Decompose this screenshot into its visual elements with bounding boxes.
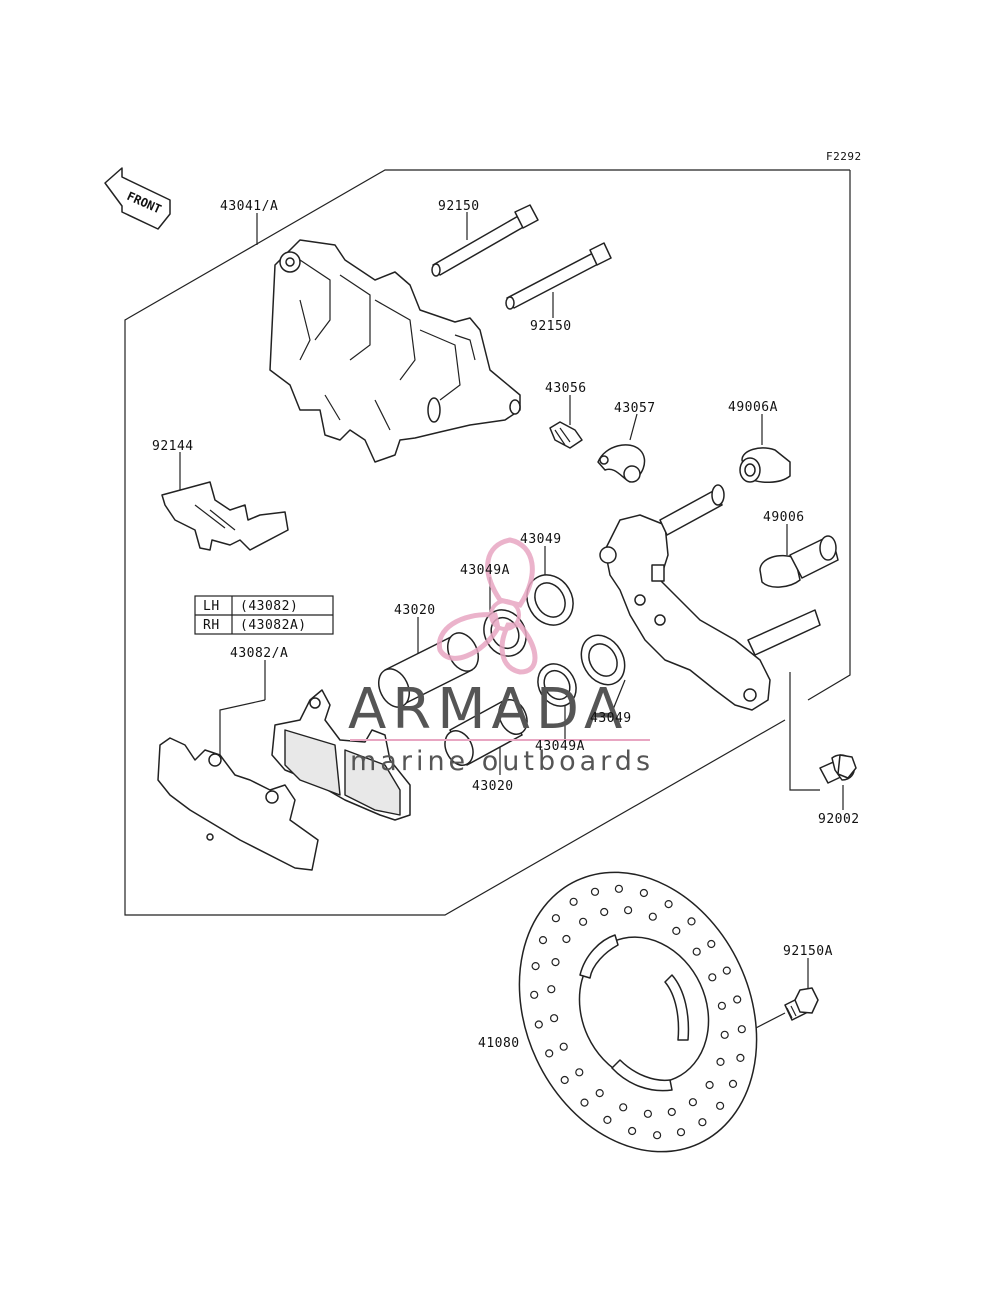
disc-hole: [549, 1014, 559, 1023]
front-arrow-icon: FRONT: [104, 167, 171, 230]
disc-hole: [627, 1126, 637, 1136]
bolt-49006: [759, 535, 839, 588]
table-part-rh: (43082A): [240, 618, 307, 633]
assembly-boundary-right: [807, 170, 851, 701]
disc-hole: [707, 939, 716, 949]
table-part-lh: (43082): [240, 599, 298, 614]
watermark-tagline: marine outboards: [350, 746, 654, 777]
label-43049a-upper: 43049A: [460, 563, 510, 578]
disc-hole: [619, 1103, 628, 1112]
label-92002: 92002: [818, 812, 860, 827]
caliper-body: [269, 239, 521, 463]
disc-hole: [667, 1107, 676, 1117]
label-43082a: 43082/A: [230, 646, 288, 661]
propeller-logo-icon: [436, 537, 538, 675]
label-43049-lower: 43049: [590, 711, 632, 726]
table-side-rh: RH: [203, 618, 220, 633]
disc-hole: [595, 1088, 604, 1098]
disc-hole: [728, 1079, 738, 1089]
disc-hole: [531, 961, 540, 971]
label-43049-upper: 43049: [520, 532, 562, 547]
seal-43049-upper: [526, 574, 574, 626]
disc-hole: [547, 985, 556, 994]
brake-disc: [518, 871, 758, 1153]
bolt-92150a: [784, 987, 819, 1021]
label-49006: 49006: [763, 510, 805, 525]
piston-43020-upper: [378, 632, 479, 708]
disc-hole: [614, 884, 624, 893]
disc-hole: [722, 966, 731, 975]
label-43056: 43056: [545, 381, 587, 396]
disc-hole: [551, 957, 560, 967]
pin-upper: [431, 204, 539, 277]
brake-pad-rear: [157, 737, 319, 871]
disc-hole: [688, 1098, 698, 1107]
disc-hole: [623, 906, 633, 915]
disc-hole: [717, 1001, 727, 1010]
disc-hole: [575, 1068, 584, 1077]
label-92144: 92144: [152, 439, 194, 454]
disc-hole: [672, 926, 681, 936]
disc-hole: [715, 1101, 725, 1110]
disc-hole: [676, 1128, 686, 1137]
disc-hole: [643, 1109, 653, 1118]
bleeder-cap: [597, 444, 646, 483]
table-side-lh: LH: [203, 599, 220, 614]
disc-hole: [664, 899, 673, 909]
disc-hole: [545, 1049, 554, 1058]
label-43041a: 43041/A: [220, 199, 278, 214]
disc-hole: [720, 1030, 729, 1039]
disc-hole: [652, 1131, 662, 1140]
disc-hole: [639, 888, 649, 898]
disc-hole: [560, 1075, 569, 1085]
disc-hole: [648, 912, 657, 921]
disc-hole: [559, 1042, 568, 1051]
disc-hole: [603, 1115, 612, 1125]
disc-hole: [705, 1080, 714, 1090]
label-92150-lower: 92150: [530, 319, 572, 334]
disc-hole: [534, 1020, 543, 1029]
disc-hole: [562, 934, 571, 944]
disc-hole: [600, 907, 609, 917]
label-43020-lower: 43020: [472, 779, 514, 794]
disc-hole: [733, 995, 742, 1004]
disc-holes: [530, 884, 746, 1140]
disc-hole: [687, 917, 696, 926]
boot-49006a: [739, 447, 791, 483]
disc-hole: [708, 973, 717, 982]
pin-lower: [505, 242, 612, 310]
disc-hole: [569, 897, 578, 906]
brake-pad-front: [271, 689, 411, 821]
bolt-92002: [819, 754, 857, 784]
disc-hole: [580, 1098, 589, 1107]
disc-hole: [538, 935, 548, 945]
caliper-bracket: [599, 484, 821, 711]
watermark-brand: ARMADA: [348, 677, 628, 742]
disc-hole: [737, 1025, 746, 1034]
label-41080: 41080: [478, 1036, 520, 1051]
disc-hole: [692, 947, 701, 956]
disc-hole: [716, 1057, 725, 1067]
disc-hole: [578, 917, 588, 926]
label-49006a: 49006A: [728, 400, 778, 415]
bleeder-valve: [549, 421, 583, 449]
seal-43049a-lower: [537, 663, 577, 707]
pad-spring: [161, 481, 289, 551]
side-table: LH (43082) RH (43082A): [194, 595, 334, 635]
label-92150-upper: 92150: [438, 199, 480, 214]
disc-hole: [551, 914, 561, 923]
watermark: ARMADA marine outboards: [348, 537, 654, 777]
disc-hole: [530, 990, 539, 999]
disc-hole: [590, 887, 600, 896]
label-43049a-lower: 43049A: [535, 739, 585, 754]
disc-hole: [698, 1118, 707, 1127]
assembly-boundary: [124, 169, 850, 916]
seal-43049-lower: [580, 634, 626, 686]
label-43020-upper: 43020: [394, 603, 436, 618]
label-43057: 43057: [614, 401, 656, 416]
label-92150a: 92150A: [783, 944, 833, 959]
disc-hole: [736, 1053, 745, 1063]
figure-code: F2292: [826, 150, 862, 163]
